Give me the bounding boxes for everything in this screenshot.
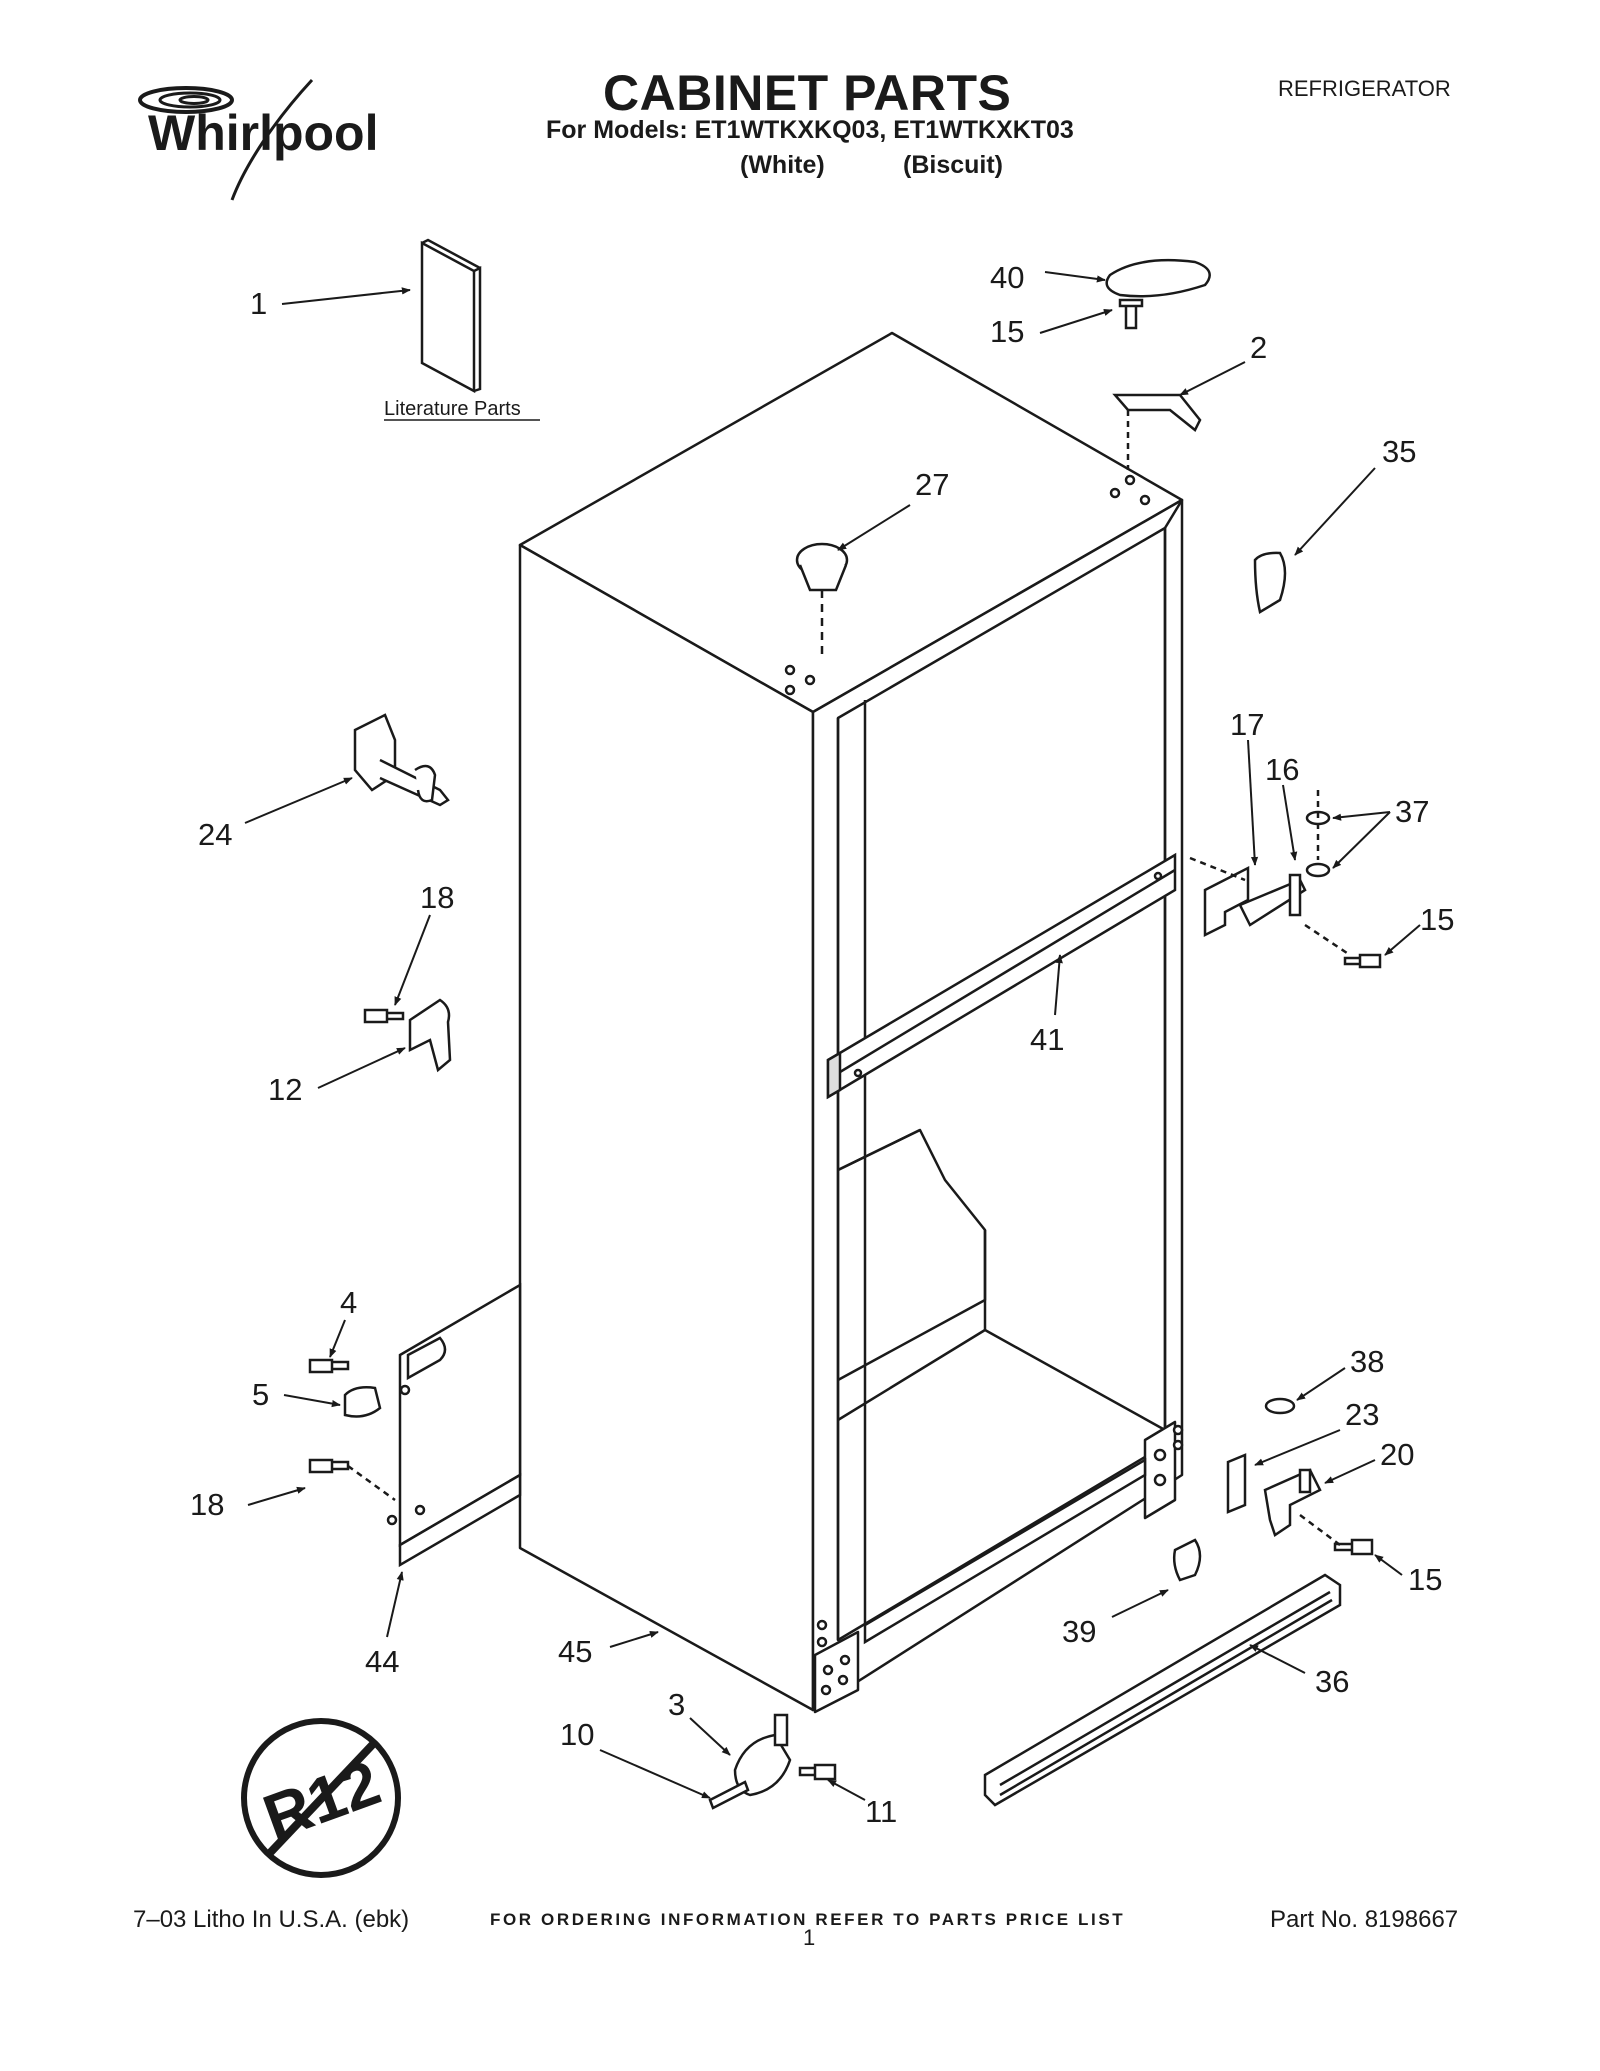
product-type-label: REFRIGERATOR: [1278, 76, 1451, 101]
callout-15-top: 15: [990, 314, 1024, 349]
page-number: 1: [803, 1925, 816, 1950]
part-number: Part No. 8198667: [1270, 1906, 1459, 1933]
callout-3: 3: [668, 1687, 685, 1722]
literature-booklet: [420, 238, 482, 394]
toe-grille-part: [983, 1573, 1342, 1807]
callout-16: 16: [1265, 752, 1299, 787]
variant-biscuit-label: (Biscuit): [903, 151, 1003, 179]
pin-part: [708, 1780, 750, 1810]
ordering-info-note: FOR ORDERING INFORMATION REFER TO PARTS …: [490, 1910, 1126, 1929]
screw-part: [363, 1008, 405, 1024]
callout-37: 37: [1395, 794, 1429, 829]
litho-print-info: 7–03 Litho In U.S.A. (ebk): [133, 1906, 410, 1933]
clip-part: [343, 1386, 382, 1418]
screw-part: [1288, 873, 1302, 917]
callout-4: 4: [340, 1285, 357, 1320]
page-title: CABINET PARTS: [603, 65, 1012, 121]
hinge-shim-part: [1226, 1453, 1247, 1514]
grille-clip-part: [1172, 1538, 1202, 1582]
callout-12: 12: [268, 1072, 302, 1107]
model-numbers: For Models: ET1WTKXKQ03, ET1WTKXKT03: [546, 116, 1074, 144]
callout-23: 23: [1345, 1397, 1379, 1432]
callout-38: 38: [1350, 1344, 1384, 1379]
screw-part: [308, 1458, 350, 1474]
callout-45: 45: [558, 1634, 592, 1669]
refrigerator-cabinet: [518, 331, 1184, 1714]
literature-parts-caption: Literature Parts: [384, 398, 521, 420]
callout-17: 17: [1230, 707, 1264, 742]
callout-numbers: 1 2 3 4 5 10 11 12 15 15 15 16 17 18 18 …: [190, 260, 1454, 1829]
swirl-icon: [138, 78, 314, 201]
screw-part: [798, 1763, 837, 1781]
small-parts: [308, 258, 1382, 1810]
callout-18-lower: 18: [190, 1487, 224, 1522]
cabinet-bracket-part: [408, 998, 452, 1073]
callout-24: 24: [198, 817, 232, 852]
screw-part: [1333, 1538, 1374, 1556]
variant-white-label: (White): [740, 151, 825, 179]
callout-35: 35: [1382, 434, 1416, 469]
callout-2: 2: [1250, 330, 1267, 365]
whirlpool-logo: Whirlpool: [138, 78, 379, 201]
top-cap-part: [1105, 258, 1211, 298]
center-hinge-part: [1203, 865, 1250, 938]
mullion-bar: [826, 852, 1177, 1100]
callout-44: 44: [365, 1644, 399, 1679]
screw-part: [1343, 953, 1382, 969]
washer-part: [1305, 862, 1331, 878]
callout-18-upper: 18: [420, 880, 454, 915]
callout-1: 1: [250, 286, 267, 321]
brand-wordmark: Whirlpool: [148, 105, 379, 161]
washer-part: [1264, 1397, 1296, 1415]
callout-11: 11: [865, 1794, 897, 1829]
callout-15-middle: 15: [1420, 902, 1454, 937]
cabinet-front-opening: [836, 526, 1167, 1642]
callout-36: 36: [1315, 1664, 1349, 1699]
r12-prohibition-badge: R12: [241, 1718, 401, 1878]
side-panel-bracket: [386, 1282, 522, 1568]
screw-part: [308, 1358, 350, 1374]
screw-part: [1118, 298, 1144, 330]
hinge-cover-part: [1253, 551, 1287, 614]
callout-20: 20: [1380, 1437, 1414, 1472]
callout-41: 41: [1030, 1022, 1064, 1057]
callout-27: 27: [915, 467, 949, 502]
callout-leaders: [244, 271, 1421, 1801]
bottom-crossmember: [863, 1457, 1147, 1645]
callout-10: 10: [560, 1717, 594, 1752]
callout-5: 5: [252, 1377, 269, 1412]
callout-39: 39: [1062, 1614, 1096, 1649]
callout-15-bottom: 15: [1408, 1562, 1442, 1597]
cabinet-side: [518, 543, 815, 1712]
callout-40: 40: [990, 260, 1024, 295]
